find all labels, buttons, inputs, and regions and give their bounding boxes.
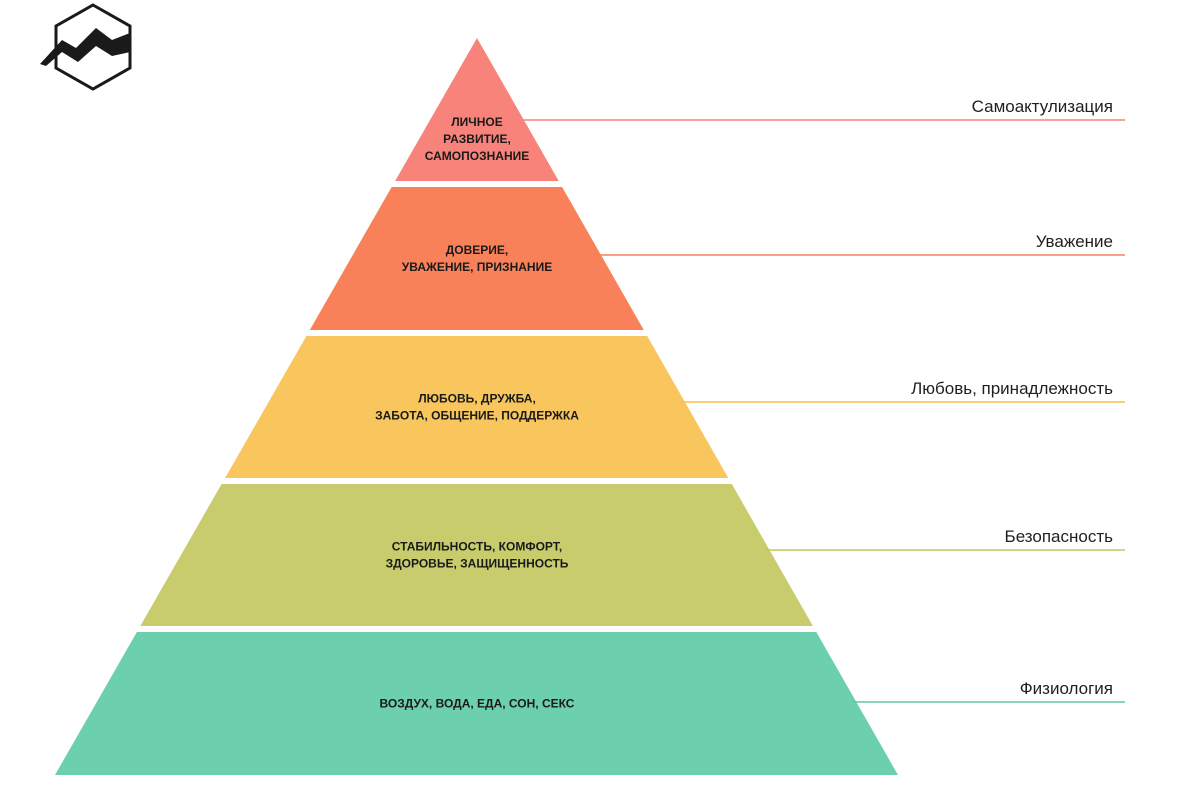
level-label: Уважение xyxy=(1036,232,1113,251)
pyramid-band xyxy=(140,484,813,626)
level-text-line: СТАБИЛЬНОСТЬ, КОМФОРТ, xyxy=(392,540,562,554)
level-text-line: ВОЗДУХ, ВОДА, ЕДА, СОН, СЕКС xyxy=(380,697,575,711)
level-label: Физиология xyxy=(1020,679,1113,698)
level-label: Безопасность xyxy=(1005,527,1114,546)
level-label: Самоактулизация xyxy=(972,97,1113,116)
pyramid-band xyxy=(309,187,644,330)
pyramid-band xyxy=(225,336,729,478)
level-text-line: ДОВЕРИЕ, xyxy=(446,243,509,257)
level-text-line: ЛЮБОВЬ, ДРУЖБА, xyxy=(418,392,536,406)
pyramid-band xyxy=(395,38,559,181)
level-text-line: РАЗВИТИЕ, xyxy=(443,132,511,146)
level-label: Любовь, принадлежность xyxy=(911,379,1113,398)
level-text-line: САМОПОЗНАНИЕ xyxy=(425,149,529,163)
level-text-line: УВАЖЕНИЕ, ПРИЗНАНИЕ xyxy=(402,260,552,274)
mountain-hexagon-logo-icon xyxy=(40,3,132,91)
pyramid-band xyxy=(55,632,898,775)
level-text-line: ЗДОРОВЬЕ, ЗАЩИЩЕННОСТЬ xyxy=(386,557,569,571)
level-text-line: ЗАБОТА, ОБЩЕНИЕ, ПОДДЕРЖКА xyxy=(375,409,579,423)
level-text-line: ЛИЧНОЕ xyxy=(451,115,502,129)
